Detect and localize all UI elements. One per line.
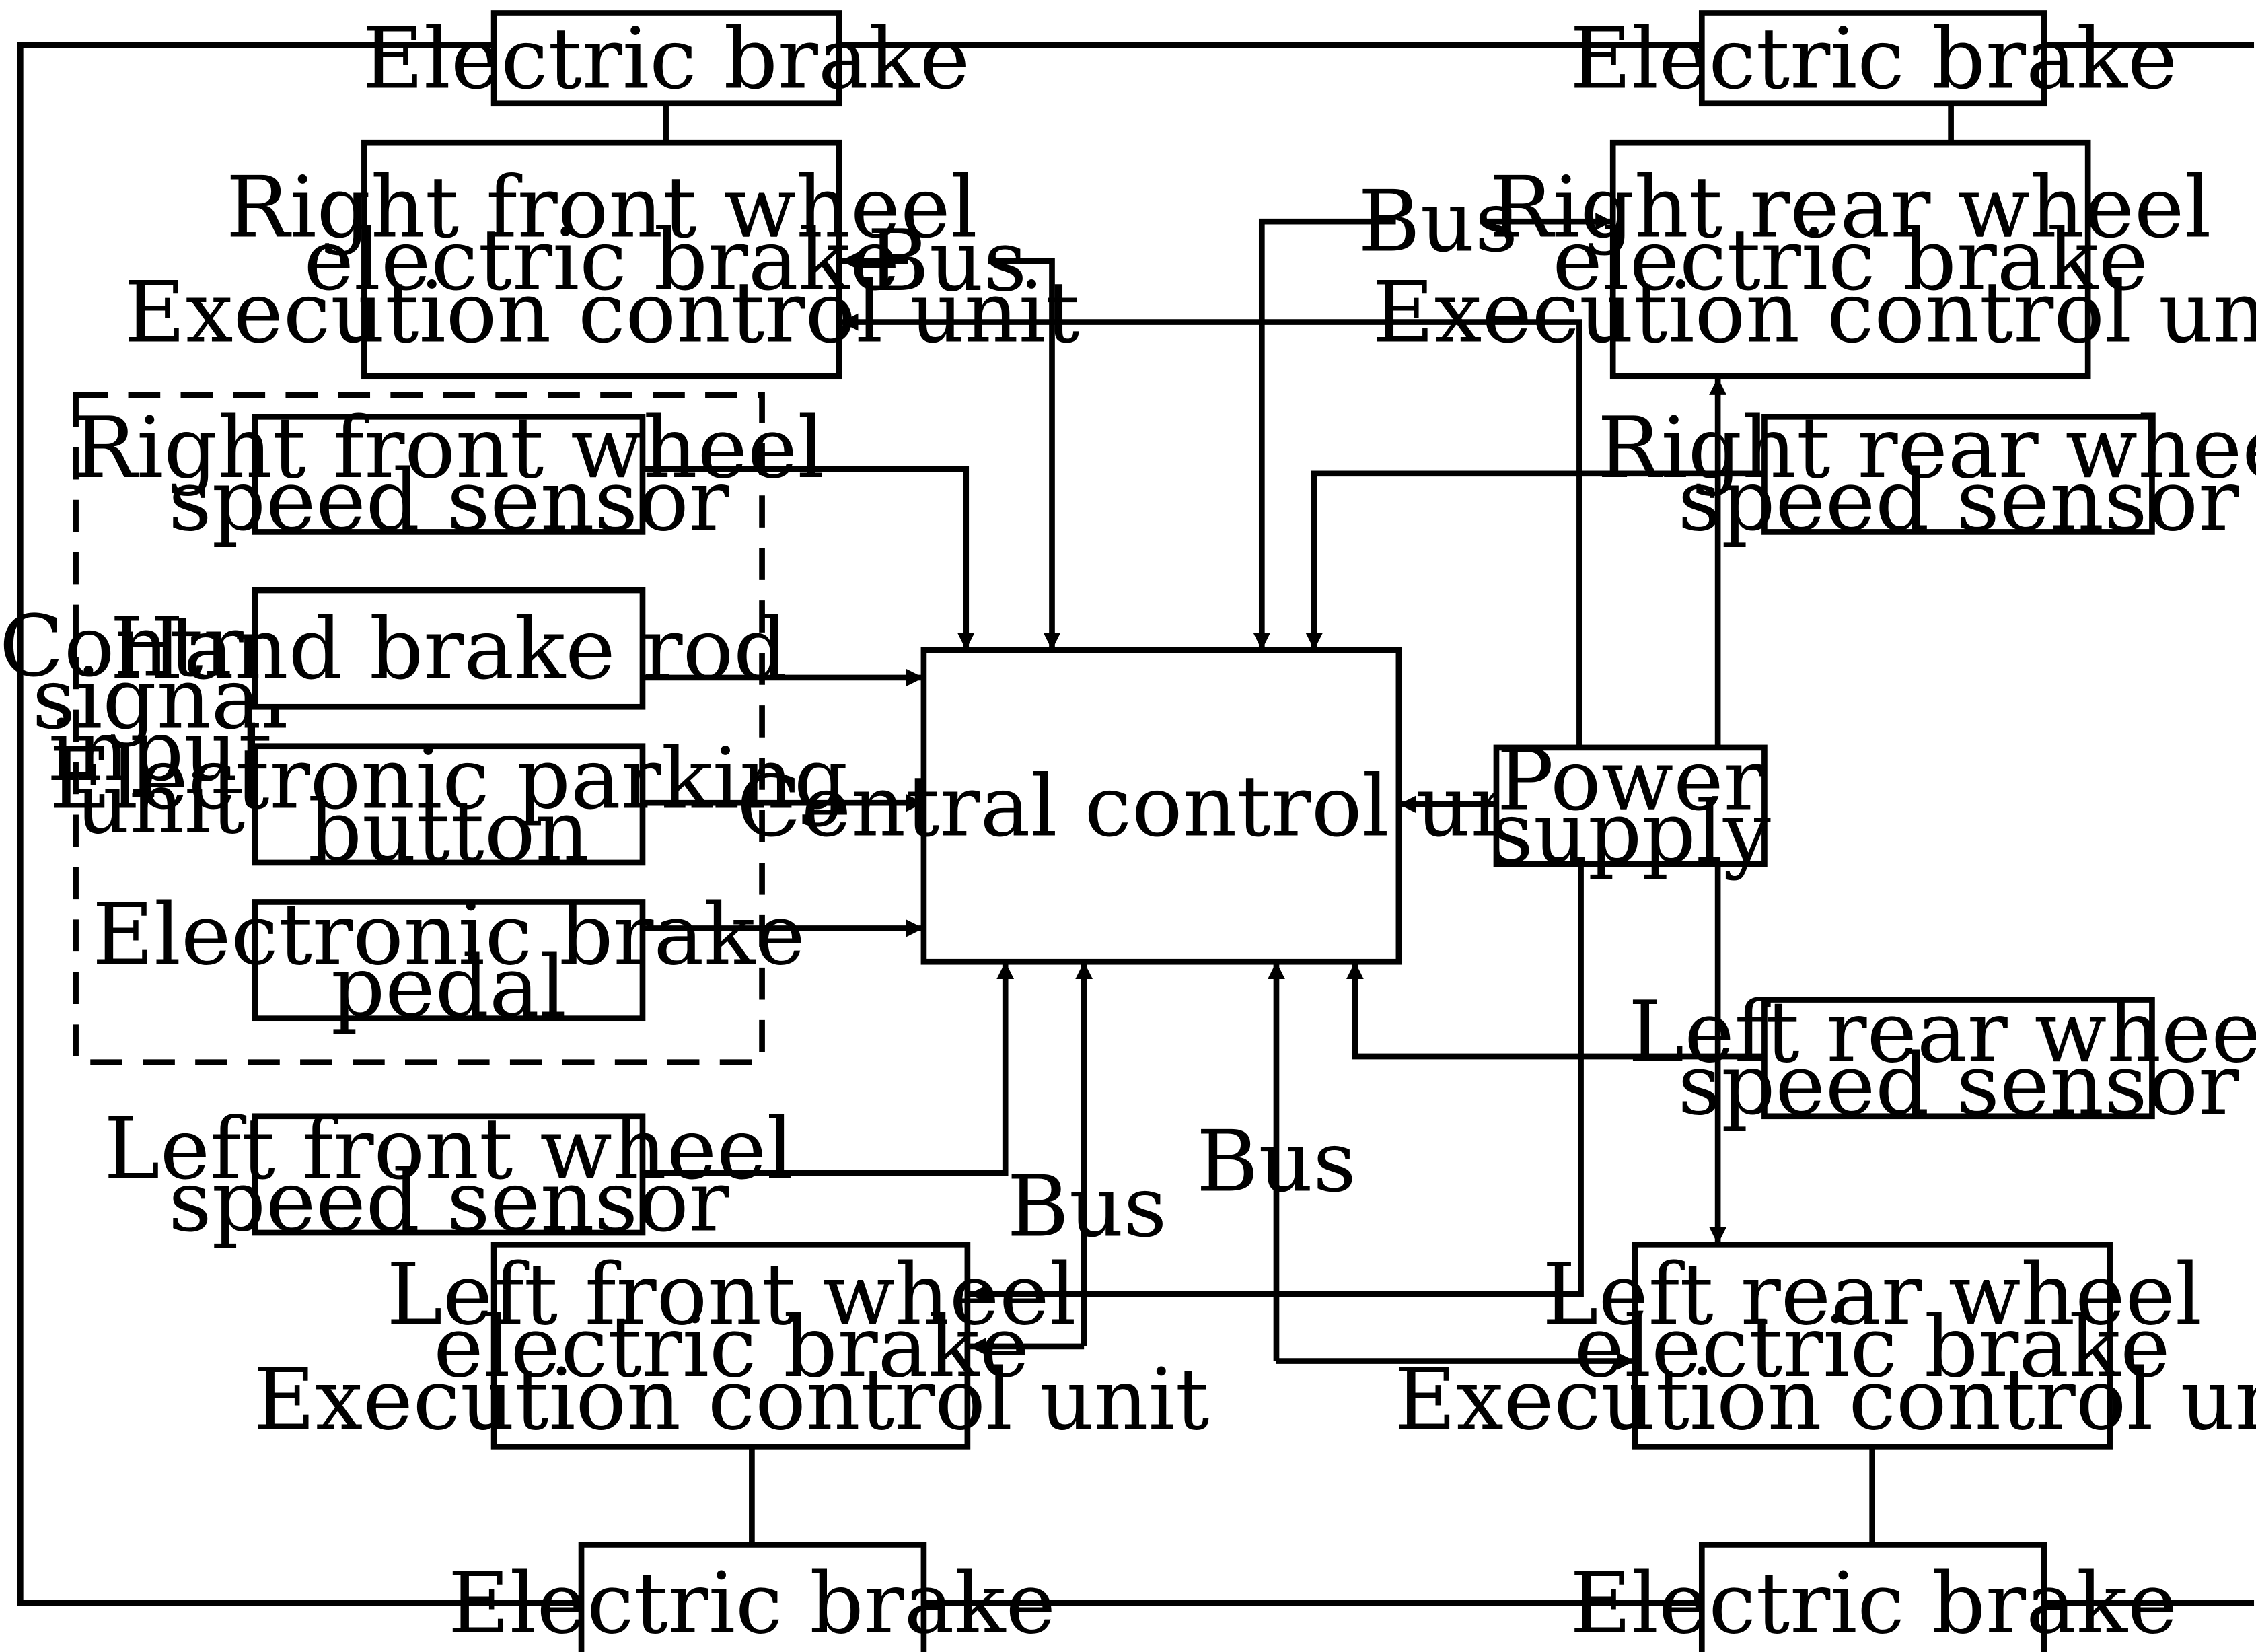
label-line: Left rear wheel bbox=[1628, 982, 2256, 1081]
signal-line-left-front-speed bbox=[642, 962, 1015, 1176]
central-control-unit: Central control unit bbox=[737, 647, 1586, 965]
label-line: button bbox=[308, 781, 590, 880]
signal-line-right-rear-speed bbox=[1305, 470, 1765, 650]
connection-lines bbox=[17, 42, 2255, 1606]
label-line: Power bbox=[1497, 730, 1765, 829]
label-line: speed sensor bbox=[168, 1151, 729, 1250]
signal-line-right-front-speed bbox=[642, 466, 975, 650]
label-line: Left front wheel bbox=[387, 1244, 1077, 1343]
label-line: Central control unit bbox=[737, 756, 1586, 855]
central-control-unit-label: Central control unit bbox=[737, 756, 1586, 855]
bus-line-right-rear bbox=[1253, 218, 1396, 650]
electric-brake-label: Electric brake bbox=[1570, 1554, 2177, 1652]
label-line: Right front wheel bbox=[226, 157, 978, 256]
label-line: electric brake bbox=[303, 210, 900, 309]
label-line: electric brake bbox=[433, 1297, 1029, 1396]
bus-label-top-right: Bus bbox=[1358, 172, 1519, 271]
label-line: input bbox=[48, 701, 272, 800]
brake-loop-line bbox=[17, 42, 582, 1606]
electric-brake-top-left: Electric brake bbox=[362, 9, 970, 108]
label-line: Right rear wheel bbox=[1490, 157, 2212, 256]
electric-brake-top-right: Electric brake bbox=[1570, 9, 2177, 108]
label-line: Electric brake bbox=[448, 1554, 1056, 1652]
label-line: pedal bbox=[331, 937, 567, 1036]
control-signal-input-group bbox=[73, 392, 765, 1065]
power-line-left-front bbox=[969, 864, 1584, 1303]
electric-brake-label: Electric brake bbox=[448, 1554, 1056, 1652]
label-line: speed sensor bbox=[1678, 450, 2239, 549]
hand-brake-rod-label: Hand brake rod bbox=[110, 599, 787, 698]
label-line: Execution control unit bbox=[1394, 1349, 2256, 1448]
label-line: Hand brake rod bbox=[110, 599, 787, 698]
label-line: speed sensor bbox=[1678, 1035, 2239, 1134]
label-line: Electric brake bbox=[362, 9, 970, 108]
label-line: Electric brake bbox=[1570, 9, 2177, 108]
electric-brake-bottom-right: Electric brake bbox=[1570, 1542, 2177, 1652]
label-line: speed sensor bbox=[168, 450, 729, 549]
electric-brake-label: Electric brake bbox=[362, 9, 970, 108]
label-line: Right rear wheel bbox=[1597, 398, 2256, 497]
label-line: Left front wheel bbox=[104, 1099, 793, 1198]
bus-label-top-left: Bus bbox=[867, 211, 1027, 310]
label-line: Right front wheel bbox=[73, 398, 825, 497]
signal-line-left-rear-speed bbox=[1346, 962, 1765, 1060]
label-line: Electronic brake bbox=[92, 885, 805, 984]
bus-label-bottom-right: Bus bbox=[1196, 1112, 1356, 1211]
hand-brake-rod: Hand brake rod bbox=[110, 587, 788, 710]
label-line: electric brake bbox=[1552, 210, 2148, 309]
electric-brake-bottom-left: Electric brake bbox=[448, 1542, 1056, 1652]
power-line-right-front bbox=[840, 313, 1582, 748]
label-line: signal bbox=[32, 649, 289, 748]
electric-brake-label: Electric brake bbox=[1570, 9, 2177, 108]
label-line: Execution control unit bbox=[254, 1349, 1209, 1448]
label-line: electric brake bbox=[1574, 1297, 2171, 1396]
label-line: Electric brake bbox=[1570, 1554, 2177, 1652]
label-line: Left rear wheel bbox=[1542, 1244, 2202, 1343]
label-line: unit bbox=[75, 754, 245, 853]
label-line: Electronic parking bbox=[50, 729, 848, 828]
label-line: Execution control unit bbox=[1373, 262, 2256, 361]
label-line: supply bbox=[1490, 783, 1771, 882]
bus-label-bottom-left: Bus bbox=[1007, 1157, 1167, 1256]
